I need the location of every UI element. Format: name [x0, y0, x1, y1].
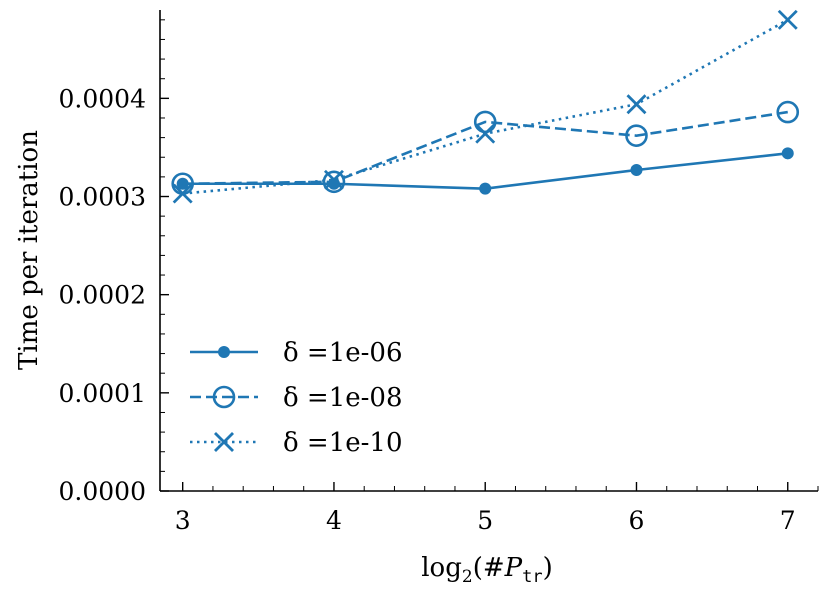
legend-marker	[218, 346, 230, 358]
data-point	[777, 9, 798, 30]
x-marker-stroke	[626, 94, 647, 115]
data-point	[625, 124, 648, 147]
series-2	[171, 100, 800, 196]
y-axis-title: Time per iteration	[14, 130, 44, 370]
data-point	[323, 169, 344, 190]
x-tick-label: 6	[629, 506, 645, 535]
legend: δ =1e-06 δ =1e-08 δ =1e-10	[190, 338, 403, 458]
data-point	[626, 94, 647, 115]
y-tick-label: 0.0004	[59, 84, 146, 113]
series-line	[182, 18, 789, 195]
x-tick-label: 7	[780, 506, 796, 535]
legend-label: δ =1e-10	[283, 428, 403, 458]
x-title-script-sub: tr	[522, 567, 542, 587]
y-tick-label: 0.0002	[59, 281, 146, 310]
legend-item-2: δ =1e-08	[190, 383, 403, 413]
y-tick-label: 0.0001	[59, 379, 146, 408]
x-marker-stroke	[214, 432, 234, 452]
x-tick-label: 5	[477, 506, 493, 535]
series-layer	[171, 9, 800, 204]
legend-item-1: δ =1e-06	[190, 338, 403, 368]
x-tick-label: 4	[326, 506, 342, 535]
x-tick-label: 3	[175, 506, 191, 535]
y-tick-label: 0.0000	[59, 477, 146, 506]
legend-marker	[212, 385, 236, 409]
data-point	[781, 147, 794, 160]
x-marker-stroke	[475, 123, 496, 144]
legend-label: δ =1e-06	[283, 338, 403, 368]
series-line	[182, 110, 788, 186]
legend-marker	[214, 432, 234, 452]
axes: 0.0000 0.0001 0.0002 0.0003 0.0004 3 4 5 6 7	[59, 10, 819, 535]
x-marker-stroke	[172, 183, 193, 204]
x-title-open: (#	[473, 553, 505, 583]
x-marker-stroke	[323, 169, 344, 190]
legend-item-3: δ =1e-10	[190, 428, 403, 458]
x-marker-stroke	[777, 9, 798, 30]
x-title-close: )	[543, 553, 553, 583]
legend-label: δ =1e-08	[283, 383, 403, 413]
y-tick-label: 0.0003	[59, 183, 146, 212]
x-axis-title: log2(#Ptr)	[421, 553, 553, 587]
data-point	[172, 183, 193, 204]
axis-labels: Time per iteration log2(#Ptr)	[14, 130, 553, 587]
data-point	[630, 164, 643, 177]
x-title-script: P	[504, 553, 523, 583]
data-point	[776, 100, 800, 124]
x-title-sub: 2	[462, 567, 473, 587]
data-point	[479, 182, 492, 195]
data-point	[475, 123, 496, 144]
x-title-log: log	[421, 553, 462, 583]
series-3	[172, 9, 798, 204]
series-1	[176, 147, 794, 195]
